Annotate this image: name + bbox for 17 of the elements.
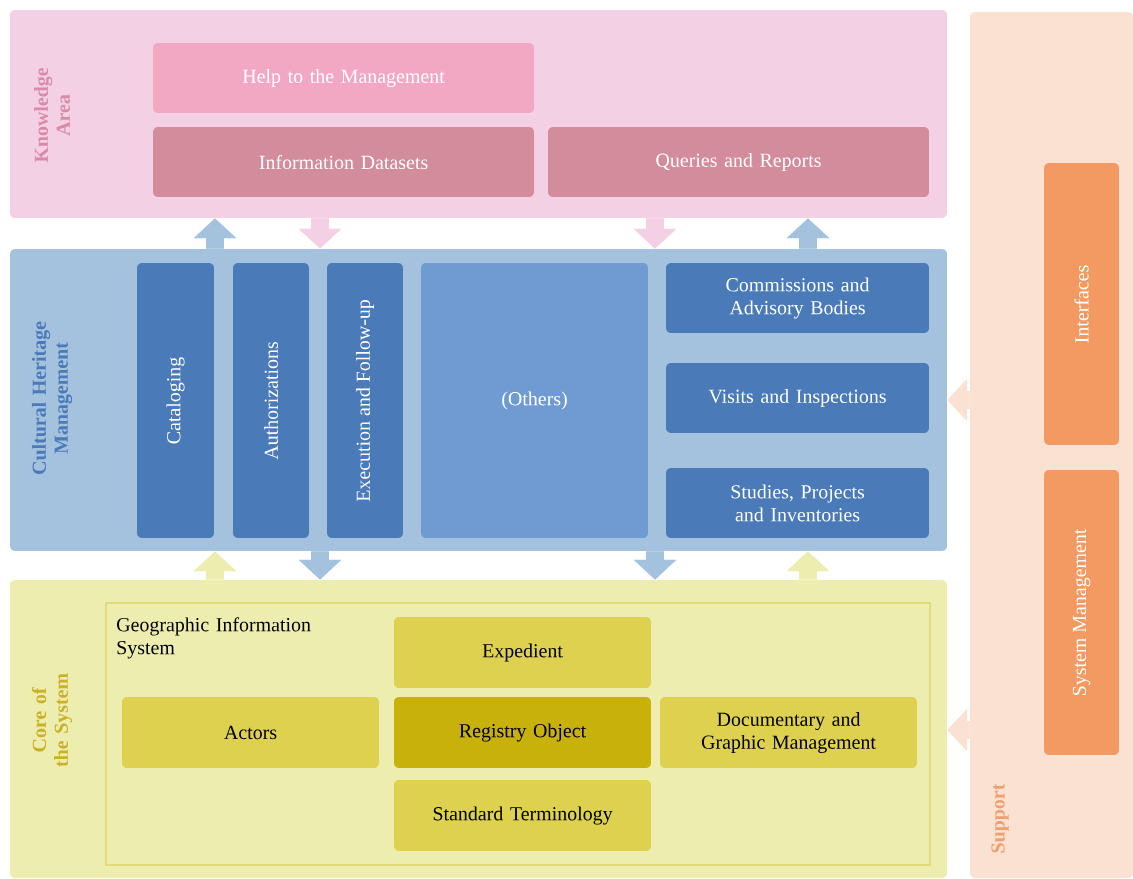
module-box: Execution and Follow-up <box>327 263 403 538</box>
module-box: Commissions and Advisory Bodies <box>666 263 929 333</box>
module-box: Authorizations <box>233 263 309 538</box>
module-box: Help to the Management <box>153 43 534 113</box>
module-box: Studies, Projects and Inventories <box>666 468 929 538</box>
module-box: Registry Object <box>394 697 651 768</box>
module-box: Queries and Reports <box>548 127 929 197</box>
module-box: Expedient <box>394 617 651 688</box>
module-box: Actors <box>122 697 379 768</box>
module-box: Interfaces <box>1044 163 1119 445</box>
module-box: Information Datasets <box>153 127 534 197</box>
module-box: (Others) <box>421 263 648 538</box>
module-box: Standard Terminology <box>394 780 651 851</box>
module-box: Cataloging <box>137 263 214 538</box>
module-box: Documentary and Graphic Management <box>660 697 917 768</box>
module-box: System Management <box>1044 470 1119 755</box>
module-box: Visits and Inspections <box>666 363 929 433</box>
